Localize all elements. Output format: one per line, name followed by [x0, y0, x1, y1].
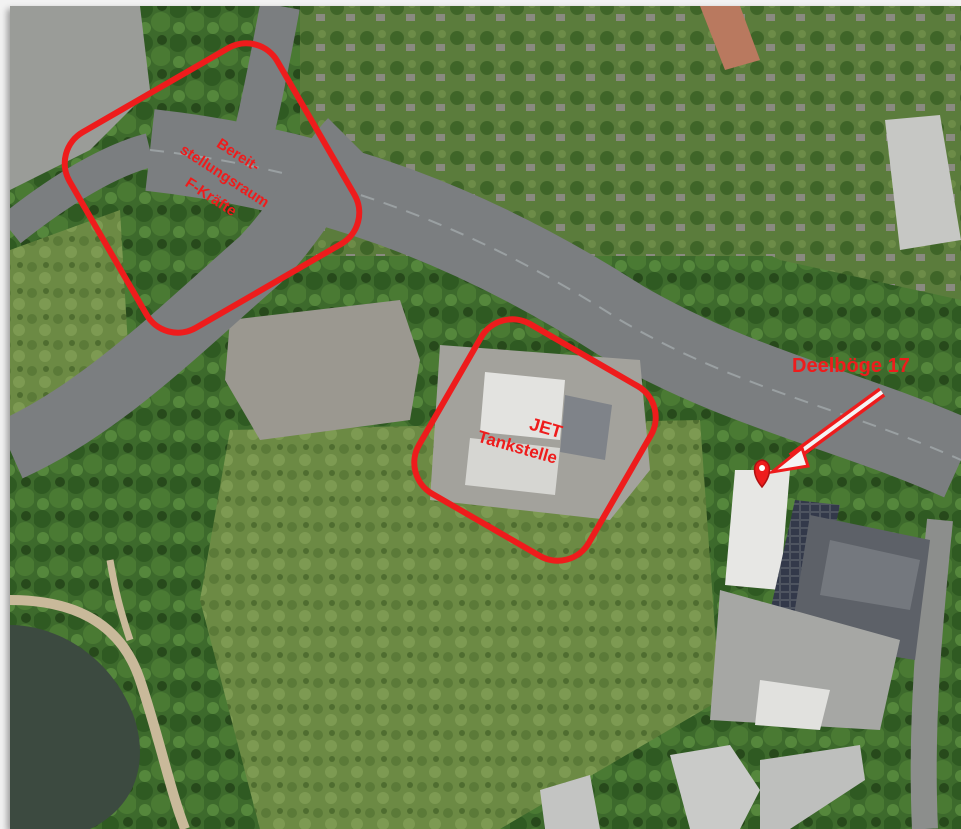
meadow-south	[200, 420, 720, 829]
staging-area-outline	[61, 40, 363, 336]
gravel-lot	[225, 300, 420, 440]
road-east-side	[910, 518, 953, 829]
gas-station-building	[465, 438, 560, 495]
gas-station-shop	[560, 395, 612, 460]
map-frame: Bereit- stellungsraum F-Kräfte JET Tanks…	[10, 6, 961, 829]
address-label: Deelböge 17	[792, 355, 910, 377]
road-west	[10, 118, 373, 479]
location-pin-icon	[753, 459, 771, 489]
building-small	[755, 680, 830, 730]
aerial-map: Bereit- stellungsraum F-Kräfte JET Tanks…	[10, 6, 961, 829]
residential-east	[700, 6, 961, 300]
parking-northwest	[10, 6, 150, 190]
building-south-3	[760, 745, 865, 829]
gas-station-roof	[480, 372, 565, 440]
building-south-1	[540, 775, 600, 829]
road-north	[230, 6, 300, 155]
footpath	[10, 595, 190, 829]
road-diagonal-nw	[10, 133, 155, 244]
footpath-branch	[106, 559, 134, 642]
building-south-2	[670, 745, 760, 829]
parking-east	[710, 590, 900, 730]
arrow-icon	[766, 387, 886, 475]
building-grey-roof	[820, 540, 920, 610]
pond	[10, 625, 140, 829]
gas-station-outline	[411, 316, 659, 564]
building-residential-ne	[700, 6, 760, 70]
building-residential-east	[885, 115, 961, 250]
building-white	[725, 470, 790, 590]
